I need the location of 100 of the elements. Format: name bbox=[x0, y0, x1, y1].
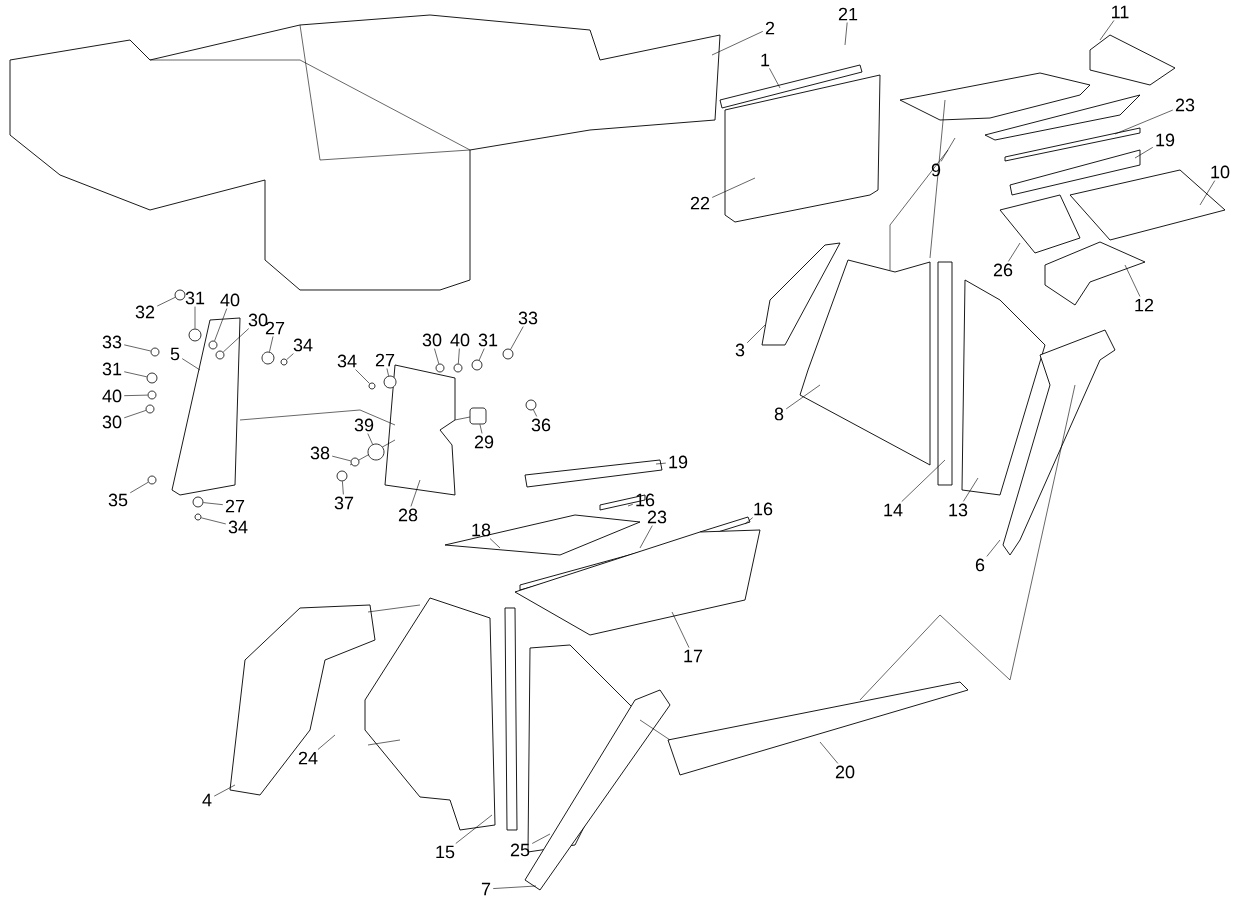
leader-line bbox=[1008, 242, 1021, 262]
callout-number: 34 bbox=[337, 354, 357, 368]
callout-number: 40 bbox=[450, 333, 470, 347]
callout-number: 13 bbox=[949, 503, 968, 517]
callout-number: 31 bbox=[102, 362, 122, 376]
leader-line bbox=[123, 371, 148, 378]
washer-drawing bbox=[502, 348, 514, 360]
leader-line bbox=[510, 326, 524, 350]
leader-line bbox=[1199, 180, 1216, 206]
callout-number: 36 bbox=[531, 418, 551, 432]
leader-line bbox=[458, 348, 460, 364]
callout-number: 31 bbox=[185, 291, 205, 305]
leader-line bbox=[214, 308, 228, 342]
callout-number: 40 bbox=[102, 389, 122, 403]
callout-number: 27 bbox=[265, 321, 285, 335]
callout-number: 28 bbox=[398, 508, 418, 522]
callout-number: 1 bbox=[761, 53, 770, 67]
callout-number: 27 bbox=[225, 499, 245, 513]
leader-line bbox=[194, 306, 196, 329]
callout-number: 24 bbox=[298, 751, 318, 765]
callout-number: 29 bbox=[474, 435, 494, 449]
leader-line bbox=[785, 384, 821, 410]
callout-number: 35 bbox=[108, 493, 128, 507]
leader-line bbox=[671, 611, 690, 648]
leader-line bbox=[123, 394, 148, 396]
leader-line bbox=[1099, 20, 1115, 41]
leader-line bbox=[455, 814, 493, 844]
callout-number: 22 bbox=[690, 196, 710, 210]
callout-number: 33 bbox=[518, 311, 538, 325]
callout-number: 40 bbox=[220, 293, 240, 307]
leader-line bbox=[123, 410, 147, 419]
callout-number: 7 bbox=[481, 882, 491, 896]
callout-number: 17 bbox=[684, 649, 703, 663]
callout-number: 15 bbox=[436, 845, 455, 859]
leader-line bbox=[342, 481, 344, 495]
leader-line bbox=[410, 479, 421, 507]
callout-number: 21 bbox=[838, 7, 858, 21]
washer-drawing bbox=[367, 443, 385, 461]
washer-drawing bbox=[471, 359, 483, 371]
leader-line bbox=[434, 348, 440, 365]
washer-drawing bbox=[261, 351, 275, 365]
callout-number: 34 bbox=[293, 338, 313, 352]
callout-number: 26 bbox=[993, 263, 1013, 277]
leader-line bbox=[819, 741, 839, 764]
washer-drawing bbox=[145, 404, 155, 414]
leader-line bbox=[1114, 109, 1174, 135]
plate-drawing bbox=[469, 407, 487, 425]
leader-line bbox=[1134, 147, 1154, 159]
callout-number: 2 bbox=[765, 21, 775, 35]
washer-drawing bbox=[150, 347, 160, 357]
callout-number: 12 bbox=[1135, 298, 1154, 312]
callout-number: 37 bbox=[334, 496, 354, 510]
leader-line bbox=[746, 324, 766, 344]
leader-line bbox=[286, 353, 294, 361]
washer-drawing bbox=[147, 475, 157, 485]
leader-line bbox=[489, 538, 501, 549]
leader-line bbox=[123, 344, 151, 352]
leader-line bbox=[655, 462, 667, 465]
callout-number: 32 bbox=[135, 305, 155, 319]
callout-number: 14 bbox=[884, 503, 903, 517]
callout-number: 5 bbox=[170, 347, 180, 361]
leader-line bbox=[213, 784, 236, 797]
callout-number: 19 bbox=[669, 455, 688, 469]
washer-drawing bbox=[147, 390, 157, 400]
leader-line bbox=[478, 348, 485, 361]
leader-line bbox=[201, 517, 227, 525]
leader-line bbox=[711, 177, 756, 198]
callout-number: 19 bbox=[1156, 133, 1175, 147]
leader-line bbox=[317, 734, 336, 750]
washer-drawing bbox=[280, 358, 288, 366]
leader-line bbox=[533, 409, 537, 417]
callout-number: 30 bbox=[102, 415, 122, 429]
washer-drawing bbox=[525, 399, 537, 411]
callout-number: 10 bbox=[1211, 165, 1230, 179]
washer-drawing bbox=[383, 375, 397, 389]
callout-number: 25 bbox=[510, 843, 530, 857]
callout-number: 11 bbox=[1112, 5, 1129, 19]
washer-drawing bbox=[188, 328, 202, 342]
callout-number: 8 bbox=[774, 407, 784, 421]
leader-line bbox=[203, 502, 224, 505]
callout-number: 39 bbox=[354, 418, 374, 432]
leader-line bbox=[222, 328, 249, 353]
callout-number: 34 bbox=[228, 520, 248, 534]
callout-number: 31 bbox=[478, 333, 498, 347]
leader-line bbox=[129, 481, 149, 494]
callout-number: 16 bbox=[636, 493, 655, 507]
leader-line bbox=[355, 369, 370, 384]
leader-line bbox=[479, 424, 483, 434]
leader-line bbox=[986, 539, 1001, 557]
leader-line bbox=[156, 297, 176, 307]
washer-drawing bbox=[336, 470, 348, 482]
callout-number: 20 bbox=[835, 765, 855, 779]
callout-number: 4 bbox=[202, 793, 212, 807]
callout-number: 23 bbox=[1175, 98, 1195, 112]
washer-drawing bbox=[208, 340, 218, 350]
leader-line bbox=[331, 455, 352, 462]
leader-line bbox=[901, 459, 946, 502]
washer-drawing bbox=[350, 457, 360, 467]
callout-number: 9 bbox=[931, 163, 941, 177]
callout-number: 38 bbox=[310, 446, 330, 460]
